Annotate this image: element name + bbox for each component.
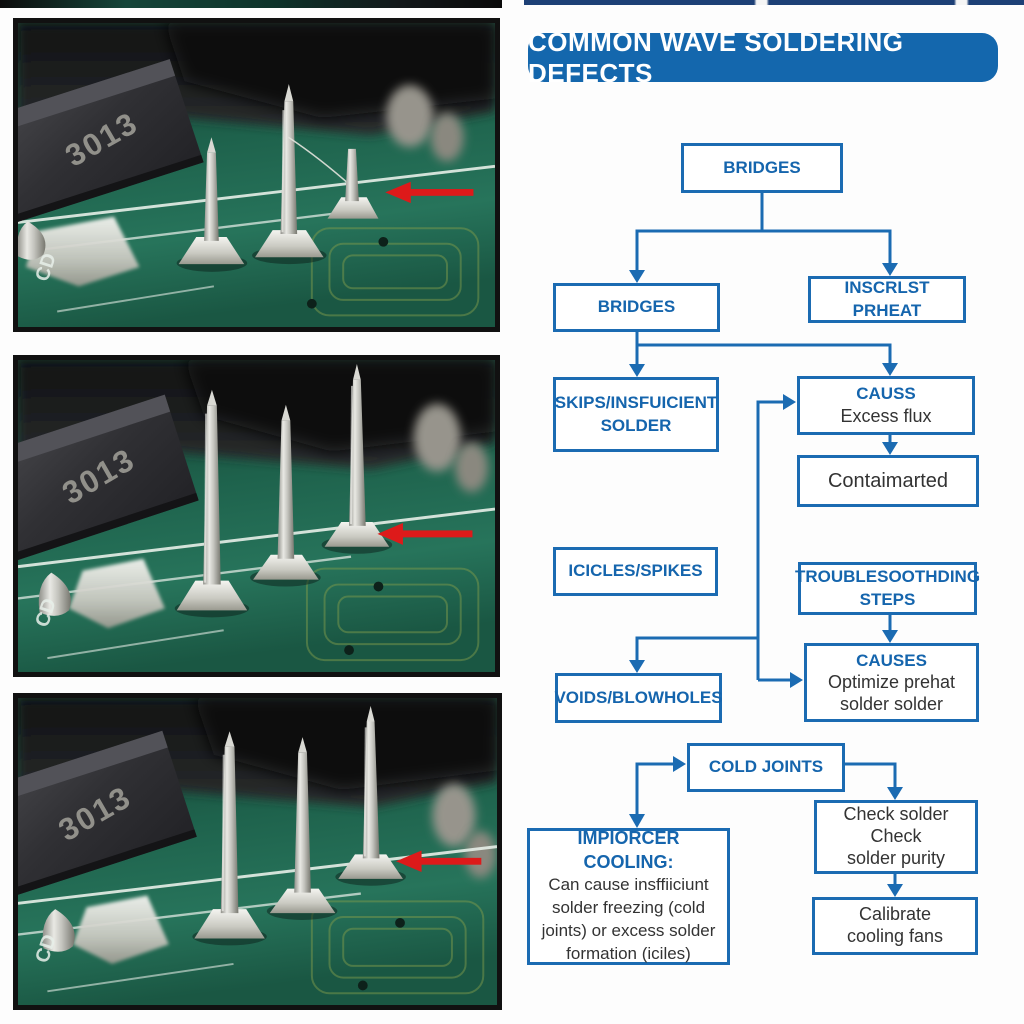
pcb-photo-1-svg: 3013 CD [18, 23, 495, 327]
box-body: Optimize prehat solder solder [827, 671, 956, 714]
pin-1 [176, 137, 248, 272]
ic-chip: 3013 [18, 730, 197, 907]
silkscreen-line [18, 507, 495, 569]
pin-2 [250, 404, 321, 587]
copper-traces [310, 900, 485, 995]
box-label: IMPIORCER COOLING: [577, 828, 680, 872]
copper-traces [310, 227, 480, 317]
chip-solder-joint [72, 895, 169, 964]
pcb-photo-2-svg: 3013 CD [18, 360, 495, 672]
box-label: SKIPS/INSFUICIENT SOLDER [554, 393, 718, 435]
chip-lead [38, 572, 71, 616]
flowchart-box-bridges-top: BRIDGES [681, 143, 843, 193]
box-label: BRIDGES [597, 297, 676, 317]
chip-lead [42, 909, 75, 952]
box-label: COLD JOINTS [708, 757, 824, 777]
pin-1 [192, 731, 267, 946]
page-title: COMMON WAVE SOLDERING DEFECTS [528, 27, 998, 88]
box-label: ICICLES/SPIKES [568, 561, 703, 581]
pcb-photo-bridges: 3013 CD [13, 18, 500, 332]
chip-lead [18, 221, 46, 260]
flowchart-box-causs-excess-flux: CAUSS Excess flux [797, 376, 975, 435]
silkscreen-line [18, 164, 495, 224]
box-body: Contaimarted [827, 469, 949, 492]
box-label: TROUBLESOOTHDING STEPS [794, 567, 981, 609]
pcb-photo-icicles: 3013 CD [13, 355, 500, 677]
flowchart-box-check-solder: Check solder Check solder purity [814, 800, 978, 874]
flowchart-box-cold-joints: COLD JOINTS [687, 743, 845, 792]
chip-solder-joint [68, 558, 165, 629]
blurred-capacitor [386, 84, 434, 147]
pcb-photo-3-svg: 3013 CD [18, 698, 497, 1005]
flowchart-box-icicles-spikes: ICICLES/SPIKES [553, 547, 718, 596]
flowchart-box-troubleshooting-steps: TROUBLESOOTHDING STEPS [794, 562, 981, 615]
box-label: CAUSES [856, 650, 927, 670]
pin-3 [335, 705, 406, 886]
top-edge-strip-left [0, 0, 502, 8]
box-body: Can cause insffiiciunt solder freezing (… [541, 875, 716, 963]
flowchart-box-insufficient-preheat: INSCRLST PRHEAT [808, 276, 966, 323]
copper-traces [305, 567, 480, 662]
via-hole [378, 236, 389, 247]
box-label: CAUSS [856, 384, 916, 404]
flowchart-box-causes-optimize: CAUSES Optimize prehat solder solder [804, 643, 979, 722]
box-label: INSCRLST PRHEAT [844, 278, 930, 320]
pin-2 [252, 83, 327, 265]
chip-solder-joint [25, 216, 140, 287]
box-body: Check solder Check solder purity [843, 804, 949, 868]
top-edge-strip-right [524, 0, 1024, 5]
box-body: Excess flux [840, 405, 932, 426]
red-arrow-icon [385, 181, 474, 204]
flowchart-box-voids-blowholes: VOIDS/BLOWHOLES [554, 673, 723, 723]
ic-chip: 3013 [18, 394, 199, 570]
red-arrow-icon [396, 850, 482, 873]
box-label: BRIDGES [723, 157, 801, 177]
box-body: Calibrate cooling fans [846, 904, 944, 946]
flowchart-box-calibrate-cooling: Calibrate cooling fans [812, 897, 978, 955]
ic-chip: 3013 [18, 59, 204, 232]
flowchart-box-contaminated: Contaimarted [797, 455, 979, 507]
pin-1 [174, 389, 250, 618]
flowchart-box-improper-cooling: IMPIORCER COOLING: Can cause insffiiciun… [527, 828, 730, 965]
pcb-photo-cold-joints: 3013 CD [13, 693, 502, 1010]
box-label: VOIDS/BLOWHOLES [554, 687, 723, 707]
flowchart-box-bridges: BRIDGES [553, 283, 720, 332]
flowchart-box-skips-insufficient-solder: SKIPS/INSFUICIENT SOLDER [553, 377, 719, 452]
pin-3 [321, 363, 393, 554]
red-arrow-icon [377, 522, 473, 545]
pin-2 [266, 737, 338, 920]
pin-stub [327, 148, 379, 219]
